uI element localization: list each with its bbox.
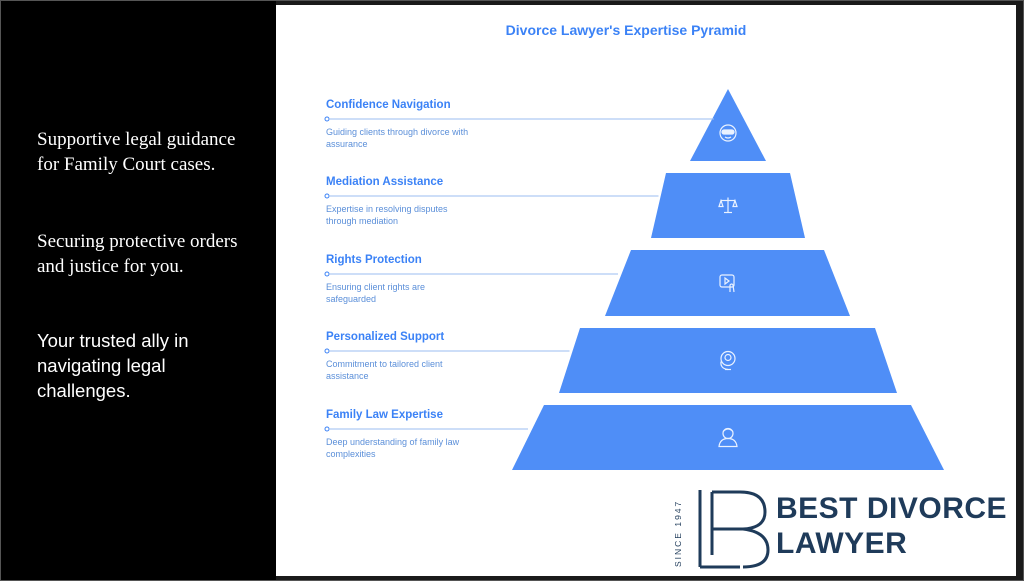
- level-desc-3-2: safeguarded: [326, 294, 376, 304]
- pyramid-tier-3: [605, 250, 850, 316]
- connector-dot-3: [324, 271, 330, 277]
- logo-since-text: SINCE 1947: [673, 500, 683, 567]
- level-title-4: Personalized Support: [326, 331, 444, 343]
- diagram-title: Divorce Lawyer's Expertise Pyramid: [506, 22, 747, 38]
- level-title-5: Family Law Expertise: [326, 409, 443, 421]
- connector-dot-5: [324, 426, 330, 432]
- logo-line-2: LAWYER: [776, 527, 908, 560]
- level-desc-2-1: Expertise in resolving disputes: [326, 204, 448, 214]
- level-desc-3-1: Ensuring client rights are: [326, 282, 425, 292]
- expertise-pyramid-diagram: Divorce Lawyer's Expertise PyramidConfid…: [324, 22, 944, 570]
- lawyer-person-icon: [718, 427, 738, 448]
- headset-person-icon: [720, 350, 736, 371]
- best-divorce-lawyer-logo: SINCE 1947: [671, 488, 781, 570]
- level-desc-5-2: complexities: [326, 449, 376, 459]
- logo-line-1: BEST DIVORCE: [776, 492, 1008, 525]
- level-desc-1-1: Guiding clients through divorce with: [326, 127, 468, 137]
- connector-dot-1: [324, 116, 330, 122]
- level-title-1: Confidence Navigation: [326, 99, 451, 111]
- level-desc-2-2: through mediation: [326, 216, 398, 226]
- level-title-3: Rights Protection: [326, 254, 422, 266]
- level-desc-4-1: Commitment to tailored client: [326, 359, 443, 369]
- level-title-2: Mediation Assistance: [326, 176, 443, 188]
- logo-letter-b: [712, 490, 770, 569]
- scales-icon: [718, 197, 738, 214]
- level-desc-5-1: Deep understanding of family law: [326, 437, 460, 447]
- touch-screen-icon: [719, 274, 735, 293]
- face-mask-icon: [719, 124, 737, 142]
- level-desc-1-2: assurance: [326, 139, 368, 149]
- connector-dot-2: [324, 193, 330, 199]
- level-desc-4-2: assistance: [326, 371, 369, 381]
- pyramid-tier-5: [512, 405, 944, 470]
- connector-dot-4: [324, 348, 330, 354]
